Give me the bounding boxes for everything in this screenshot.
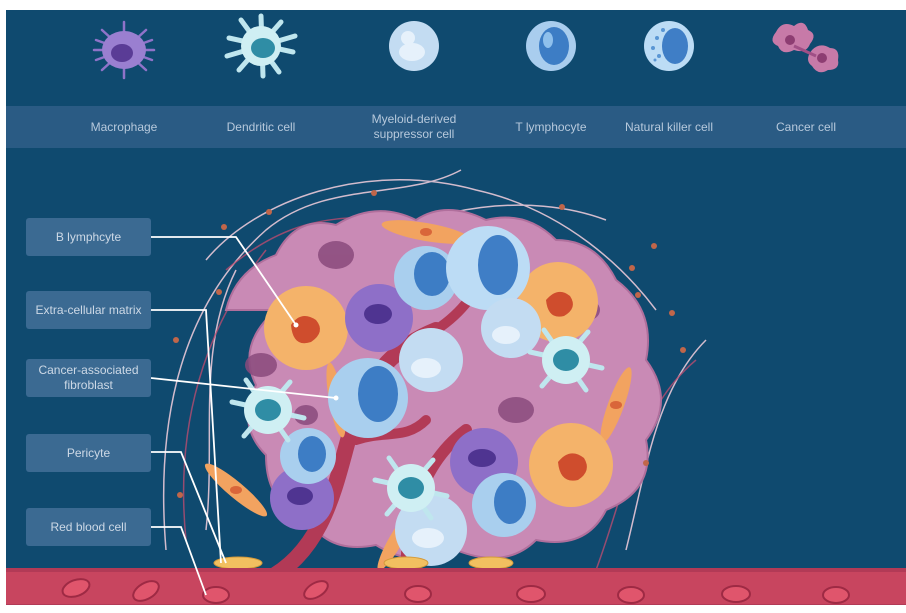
tumor-microenvironment-diagram: Macrophage Dendritic cell Myeloid-derive…: [6, 10, 906, 605]
label-pericyte: Pericyte: [26, 434, 151, 472]
pericytes: [214, 557, 513, 569]
label-extracellular-matrix: Extra-cellular matrix: [26, 291, 151, 329]
label-red-blood-cell: Red blood cell: [26, 508, 151, 546]
label-b-lymphocyte: B lymphcyte: [26, 218, 151, 256]
label-cancer-associated-fibroblast: Cancer-associated fibroblast: [26, 359, 151, 397]
